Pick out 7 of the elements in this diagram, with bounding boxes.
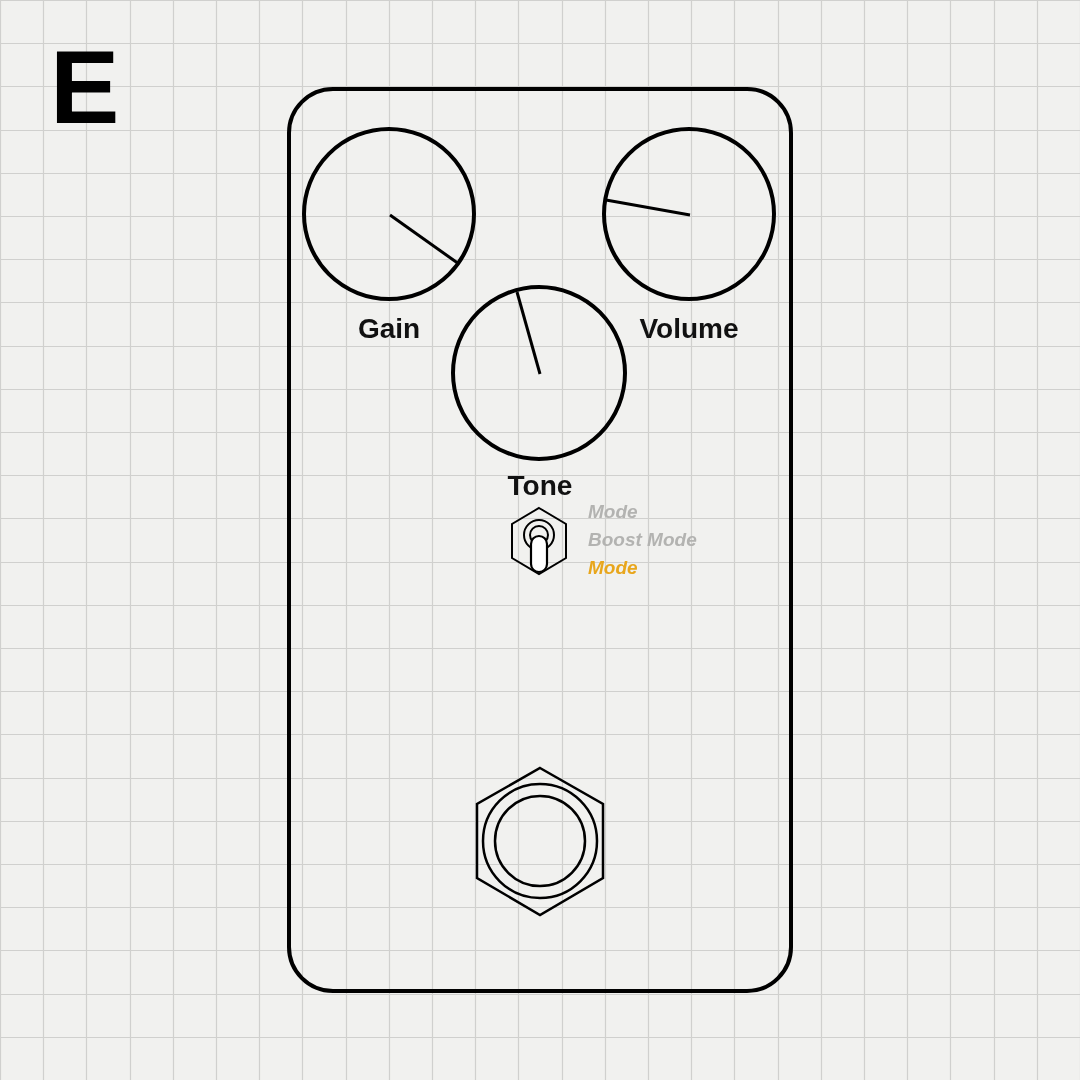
knob-label: Gain: [357, 312, 421, 346]
panel-letter: E: [50, 35, 120, 139]
switch-mode-label: Mode: [588, 557, 638, 579]
switch-mode-label: Boost Mode: [588, 529, 697, 551]
knob-label: Tone: [507, 469, 573, 503]
switch-mode-label: Mode: [588, 501, 638, 523]
knob-label: Volume: [639, 312, 739, 346]
